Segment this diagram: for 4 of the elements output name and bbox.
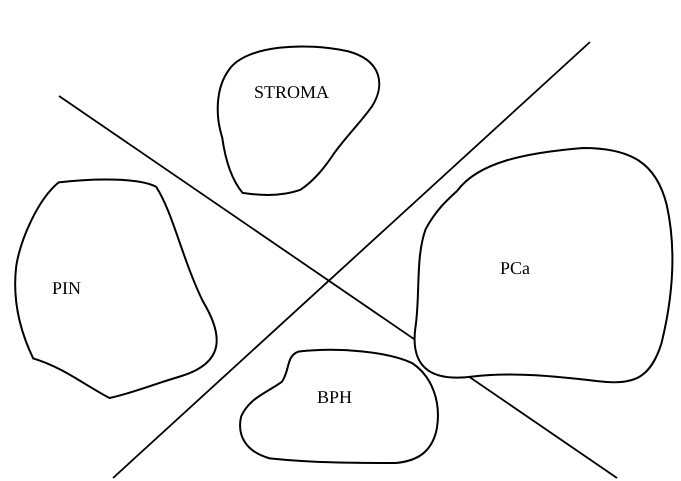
region-label: STROMA <box>254 82 330 103</box>
region-label: BPH <box>317 387 352 408</box>
region-label: PCa <box>500 258 530 279</box>
region-label: PIN <box>52 278 82 299</box>
